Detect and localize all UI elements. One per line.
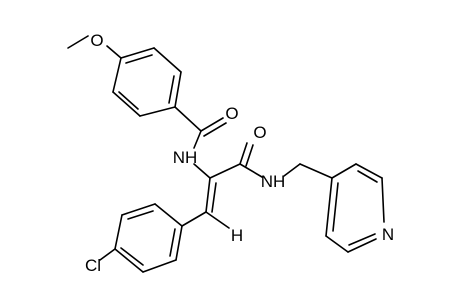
pyridine-nitrogen-label: N <box>382 225 394 244</box>
amide-nh-right-label: NH <box>261 172 286 191</box>
bond-carbonyl-nh <box>193 130 202 149</box>
bond-ring-cl <box>99 248 116 261</box>
bond-methyl-o <box>67 35 89 49</box>
bond-carbonyl-o-right-double <box>245 144 254 167</box>
bond-carbonyl-nh-right <box>239 163 263 178</box>
bond-carbonyl-o-right <box>239 142 248 165</box>
amide-nh-left-label: NH <box>173 148 198 167</box>
carbonyl-oxygen-top-label: O <box>225 104 238 123</box>
methoxyphenyl-ring <box>112 47 182 117</box>
pyridine-ring <box>325 163 385 253</box>
bond-alpha-beta-double <box>211 182 217 213</box>
bond-beta-ring <box>181 211 207 227</box>
carbonyl-oxygen-right-label: O <box>253 123 266 142</box>
bond-nh-ch2 <box>283 163 301 177</box>
bond-o-aryl <box>106 45 122 59</box>
bond-carbonyl-o-top-double <box>203 122 227 137</box>
chlorophenyl-ring <box>114 203 183 273</box>
bond-ch2-pyridine <box>299 163 333 179</box>
bond-alpha-carbonyl <box>209 163 241 179</box>
bond-ring-carbonyl <box>174 106 202 132</box>
bond-nh-alpha <box>193 163 211 179</box>
vinyl-hydrogen-label: H <box>231 226 243 245</box>
methoxy-oxygen-label: O <box>90 31 103 50</box>
bond-carbonyl-o-top <box>200 117 224 132</box>
chlorine-label: Cl <box>85 256 101 275</box>
bond-beta-h <box>205 211 230 229</box>
bond-alpha-beta <box>205 177 211 213</box>
